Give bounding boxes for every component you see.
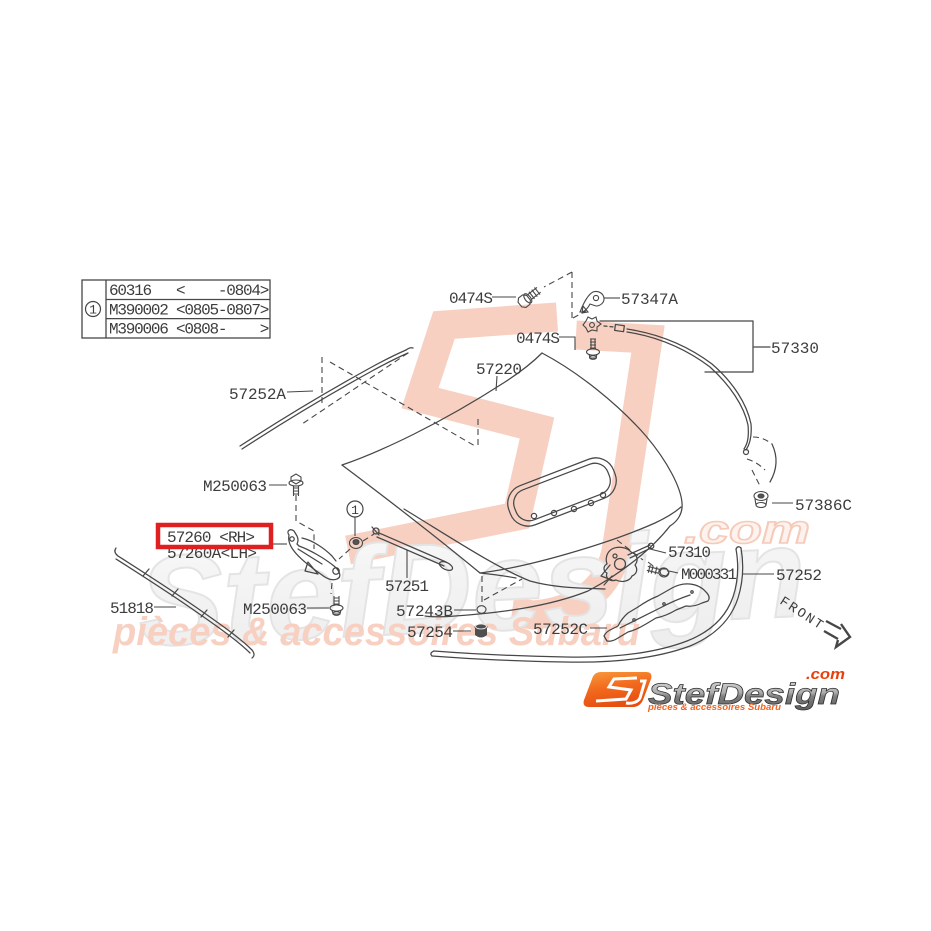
svg-text:1: 1 <box>351 503 359 518</box>
svg-text:57251: 57251 <box>385 578 429 596</box>
svg-text:57260 <RH>: 57260 <RH> <box>167 529 255 547</box>
svg-text:57252: 57252 <box>776 567 822 585</box>
svg-text:M390002 <0805-0807>: M390002 <0805-0807> <box>109 302 269 320</box>
svg-text:pièces & accessoires Subaru: pièces & accessoires Subaru <box>647 702 781 713</box>
svg-text:0474S: 0474S <box>516 330 560 348</box>
svg-text:1: 1 <box>89 303 97 318</box>
svg-text:0474S: 0474S <box>449 290 493 308</box>
svg-text:57310: 57310 <box>668 544 711 562</box>
svg-text:60316 < -0804>: 60316 < -0804> <box>109 282 269 300</box>
svg-text:57220: 57220 <box>476 361 522 379</box>
svg-text:M250063: M250063 <box>243 601 307 619</box>
svg-text:57330: 57330 <box>771 340 819 358</box>
svg-text:57260A<LH>: 57260A<LH> <box>167 545 257 563</box>
svg-text:StefDesign: StefDesign <box>648 678 840 711</box>
svg-text:M390006 <0808- >: M390006 <0808- > <box>109 321 269 339</box>
svg-text:pièces & accessoires Subaru: pièces & accessoires Subaru <box>112 610 640 654</box>
svg-text:57252A: 57252A <box>229 386 286 404</box>
svg-text:57252C: 57252C <box>533 621 588 639</box>
svg-text:57386C: 57386C <box>795 497 852 515</box>
svg-text:57254: 57254 <box>407 624 453 642</box>
svg-text:M250063: M250063 <box>203 478 267 496</box>
svg-text:57243B: 57243B <box>396 603 453 621</box>
svg-text:.com: .com <box>684 508 810 552</box>
svg-text:51818: 51818 <box>110 600 154 618</box>
svg-text:M000331: M000331 <box>681 566 737 584</box>
svg-text:57347A: 57347A <box>621 291 678 309</box>
svg-text:.com: .com <box>806 666 845 683</box>
